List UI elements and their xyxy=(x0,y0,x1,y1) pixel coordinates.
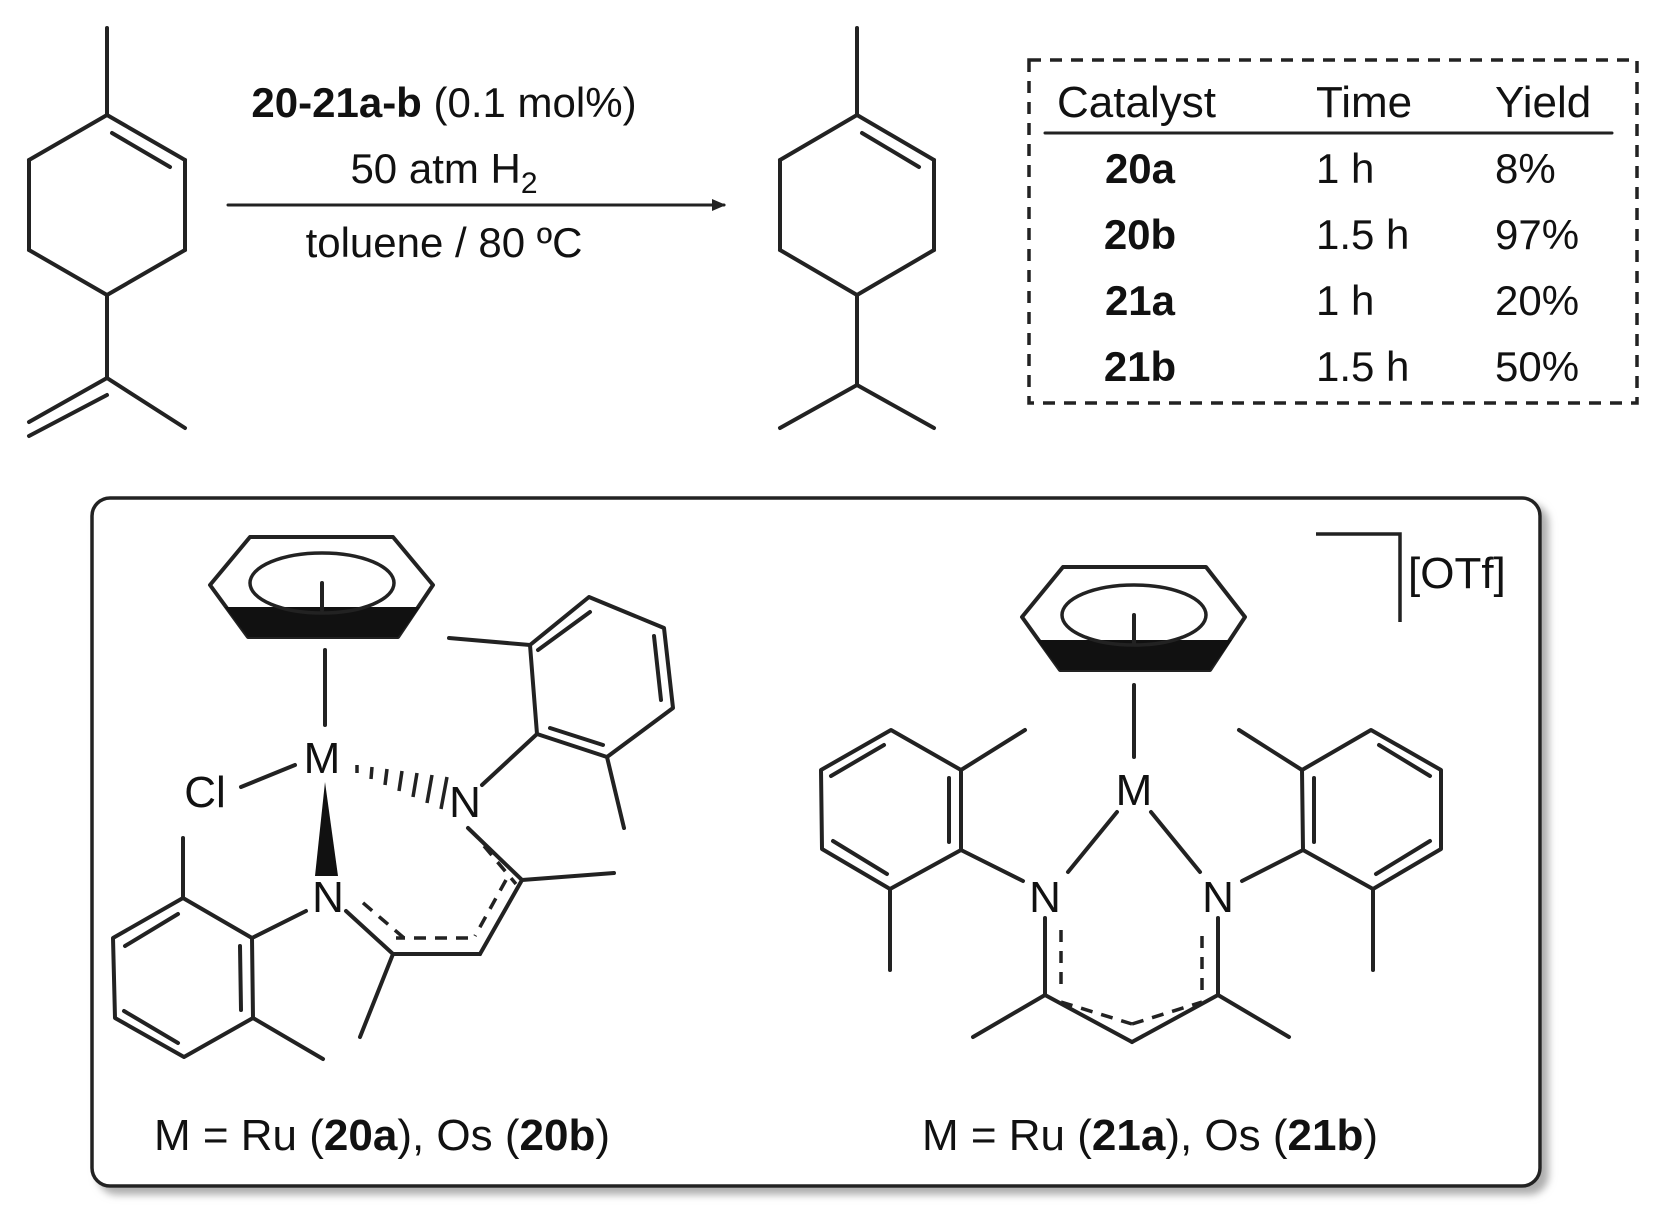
table-cell-time: 1 h xyxy=(1316,145,1374,192)
conditions-label: toluene / 80 ºC xyxy=(306,219,583,266)
table-row: 20b 1.5 h 97% xyxy=(1104,211,1579,258)
table-header-yield: Yield xyxy=(1495,78,1591,127)
table-row: 21a 1 h 20% xyxy=(1105,277,1579,324)
complex-21-structure: [OTf] M xyxy=(819,532,1506,1044)
counterion-label: [OTf] xyxy=(1408,549,1506,598)
chloride-label: Cl xyxy=(184,768,226,817)
metal-label: M xyxy=(304,734,341,783)
complex-20-caption: M = Ru (20a), Os (20b) xyxy=(154,1111,610,1160)
table-cell-yield: 20% xyxy=(1495,277,1579,324)
table-row: 20a 1 h 8% xyxy=(1105,145,1556,192)
table-cell-catalyst: 20b xyxy=(1104,211,1176,258)
nitrogen-label: N xyxy=(1029,873,1061,922)
nitrogen-label: N xyxy=(312,873,344,922)
results-table: Catalyst Time Yield 20a 1 h 8% 20b 1.5 h… xyxy=(1027,58,1639,405)
complex-20-structure: M Cl N N xyxy=(111,535,675,1061)
catalyst-panel xyxy=(90,496,1542,1188)
table-dashed-border xyxy=(1027,58,1639,405)
pressure-label: 50 atm H2 xyxy=(350,145,537,200)
table-cell-catalyst: 20a xyxy=(1105,145,1176,192)
table-cell-time: 1 h xyxy=(1316,277,1374,324)
table-cell-time: 1.5 h xyxy=(1316,211,1409,258)
charge-bracket xyxy=(1316,532,1402,622)
reagent-label: 20-21a-b (0.1 mol%) xyxy=(251,79,636,126)
table-cell-time: 1.5 h xyxy=(1316,343,1409,390)
table-row: 21b 1.5 h 50% xyxy=(1104,343,1579,390)
table-header-catalyst: Catalyst xyxy=(1057,78,1216,127)
metal-label: M xyxy=(1116,766,1153,815)
table-cell-catalyst: 21b xyxy=(1104,343,1176,390)
table-cell-yield: 8% xyxy=(1495,145,1556,192)
nitrogen-label: N xyxy=(1202,873,1234,922)
nitrogen-label: N xyxy=(449,778,481,827)
complex-21-caption: M = Ru (21a), Os (21b) xyxy=(922,1111,1378,1160)
table-cell-catalyst: 21a xyxy=(1105,277,1176,324)
product-structure xyxy=(778,26,936,430)
table-cell-yield: 50% xyxy=(1495,343,1579,390)
table-cell-yield: 97% xyxy=(1495,211,1579,258)
table-header-time: Time xyxy=(1316,78,1412,127)
limonene-structure xyxy=(27,26,187,438)
